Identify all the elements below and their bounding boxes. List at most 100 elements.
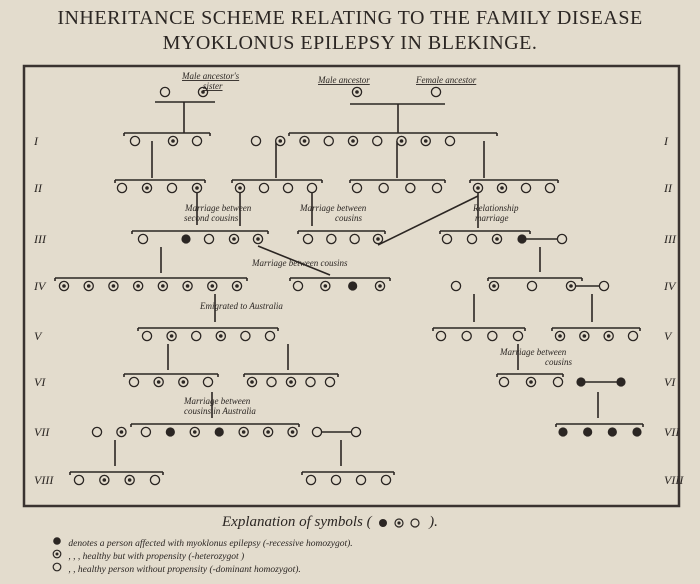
person-h (355, 474, 367, 486)
marriage-cousins-australia-label-2: cousins in Australia (184, 406, 256, 416)
healthy-person-icon (380, 474, 392, 486)
generation-label-VI-left: VI (34, 375, 46, 389)
person-h (306, 182, 318, 194)
carrier-dot (156, 380, 161, 384)
healthy-person-icon (91, 426, 103, 438)
person-c (108, 280, 119, 292)
person-a (558, 427, 568, 437)
legend-text-affected: denotes a person affected with myoklonus… (68, 539, 353, 549)
person-h (202, 376, 214, 388)
person-h (598, 280, 610, 292)
male-ancestor-label: Male ancestor (317, 75, 370, 85)
person-c (496, 182, 508, 194)
person-h (311, 426, 323, 438)
healthy-person-icon (349, 233, 360, 245)
affected-person-icon (181, 234, 191, 244)
person-h (302, 233, 314, 245)
title-line-1: INHERITANCE SCHEME RELATING TO THE FAMIL… (57, 7, 643, 29)
person-h (128, 376, 140, 388)
generation-label-I-right: I (663, 134, 669, 148)
carrier-dot (181, 380, 186, 384)
person-h (487, 330, 498, 342)
carrier-dot (119, 430, 124, 434)
person-c (189, 426, 201, 438)
healthy-person-icon (264, 330, 276, 342)
person-h (371, 135, 383, 147)
person-h (466, 233, 478, 245)
carrier-dot (582, 334, 587, 338)
person-h (552, 376, 564, 388)
carrier-dot (266, 430, 270, 434)
person-a (632, 427, 642, 437)
person-c (320, 280, 331, 292)
carrier-dot (241, 430, 246, 434)
healthy-person-icon (498, 376, 510, 388)
person-h (544, 182, 556, 194)
person-h (520, 182, 532, 194)
healthy-person-icon (116, 182, 128, 194)
healthy-person-icon (441, 233, 453, 245)
person-c (285, 376, 297, 388)
person-c (299, 135, 310, 147)
person-h (141, 330, 153, 342)
carrier-dot (289, 380, 293, 384)
legend-text-healthy: , , healthy person without propensity (-… (68, 565, 301, 575)
affected-person-icon (583, 427, 593, 437)
healthy-person-icon (137, 233, 149, 245)
carrier-dot (399, 139, 404, 143)
healthy-person-icon (266, 376, 277, 388)
healthy-person-icon (129, 135, 141, 147)
healthy-person-icon (240, 330, 251, 342)
person-c (124, 474, 135, 486)
person-c (234, 182, 246, 194)
person-c (238, 426, 249, 438)
generation-label-I-left: I (33, 134, 39, 148)
healthy-person-icon (450, 280, 462, 292)
person-h (526, 280, 538, 292)
generation-label-IV-left: IV (33, 279, 47, 293)
marriage-cousins-label-3: Marriage between (499, 347, 567, 357)
person-c (603, 330, 614, 342)
person-a (181, 234, 191, 244)
person-c (287, 426, 298, 438)
carrier-dot (569, 284, 573, 288)
person-c (372, 233, 384, 245)
person-h (149, 474, 161, 486)
healthy-person-icon (282, 182, 294, 194)
generation-label-II-left: II (33, 181, 43, 195)
carrier-dot (256, 237, 260, 241)
carrier-dot (145, 186, 149, 190)
person-c (99, 474, 110, 486)
healthy-person-icon (324, 376, 336, 388)
healthy-person-icon (378, 182, 389, 194)
generation-label-III-left: III (33, 232, 47, 246)
person-h (405, 182, 416, 194)
person-h (324, 376, 336, 388)
carrier-dot (529, 380, 533, 384)
person-c (182, 280, 193, 292)
person-c (262, 426, 274, 438)
healthy-person-icon (326, 233, 337, 245)
generation-label-II-right: II (663, 181, 673, 195)
person-c (116, 426, 127, 438)
marriage-cousins-label-2: cousins (335, 213, 362, 223)
person-a (165, 427, 175, 437)
person-h (250, 135, 262, 147)
healthy-person-icon (556, 233, 568, 245)
relationship-marriage-label: Relationship (472, 203, 519, 213)
person-c (178, 376, 189, 388)
healthy-person-icon (202, 376, 214, 388)
person-h (351, 182, 363, 194)
carrier-dot (201, 90, 205, 94)
healthy-person-icon (311, 426, 323, 438)
person-c (351, 86, 363, 98)
generation-label-VIII-right: VIII (664, 473, 684, 487)
person-c (157, 280, 169, 292)
generation-label-VI-right: VI (664, 375, 676, 389)
carrier-dot (423, 139, 428, 143)
person-c (347, 135, 359, 147)
healthy-person-icon (627, 330, 639, 342)
affected-person-icon (348, 281, 358, 291)
person-h (266, 376, 277, 388)
